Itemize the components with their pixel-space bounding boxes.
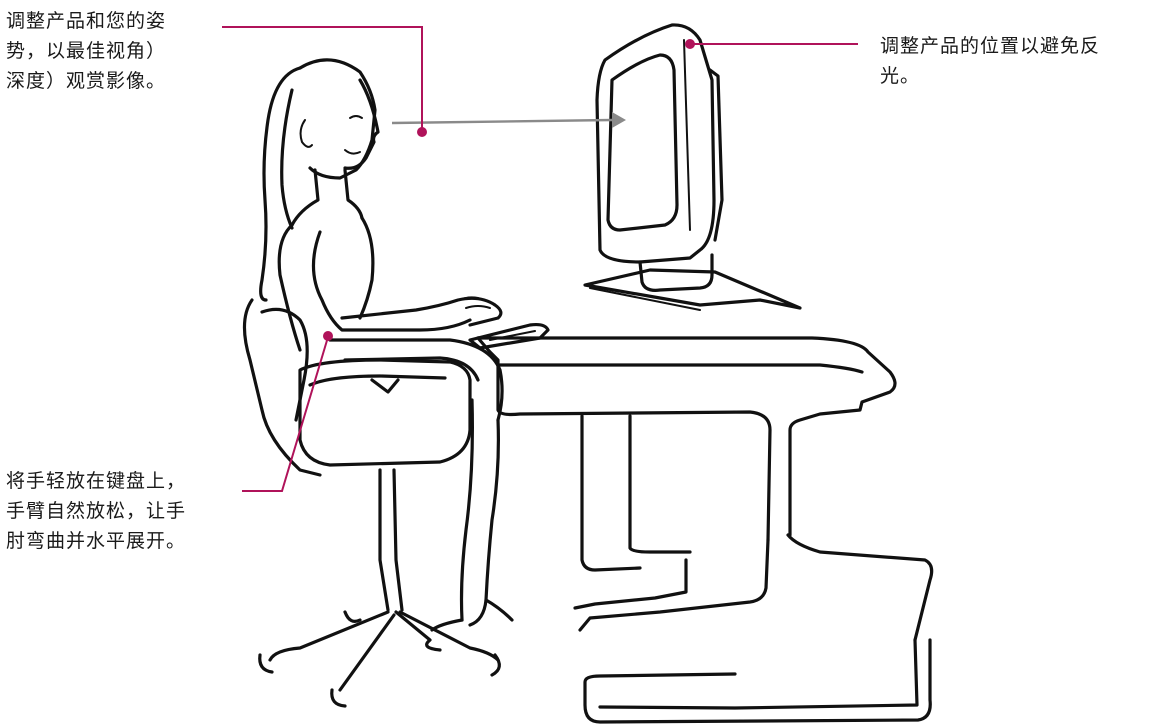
seated-person: [261, 60, 512, 630]
posture-callout: 调整产品和您的姿 势，以最佳视角） 深度）观赏影像。: [6, 6, 166, 96]
hands-leader: [242, 331, 333, 491]
hands-callout-line: 将手轻放在键盘上，: [6, 466, 186, 496]
chair: [244, 300, 499, 706]
posture-callout-line: 深度）观赏影像。: [6, 66, 166, 96]
posture-leader: [222, 27, 427, 137]
posture-callout-line: 调整产品和您的姿: [6, 6, 166, 36]
position-leader: [685, 39, 858, 49]
monitor: [585, 25, 800, 310]
posture-callout-line: 势，以最佳视角）: [6, 36, 166, 66]
sight-line: [392, 112, 626, 128]
hands-callout-line: 手臂自然放松，让手: [6, 496, 186, 526]
position-callout-line: 光。: [880, 61, 1100, 91]
position-callout: 调整产品的位置以避免反 光。: [880, 31, 1100, 91]
position-callout-line: 调整产品的位置以避免反: [880, 31, 1100, 61]
hands-callout: 将手轻放在键盘上， 手臂自然放松，让手 肘弯曲并水平展开。: [6, 466, 186, 556]
desk: [478, 338, 932, 722]
hands-callout-line: 肘弯曲并水平展开。: [6, 526, 186, 556]
